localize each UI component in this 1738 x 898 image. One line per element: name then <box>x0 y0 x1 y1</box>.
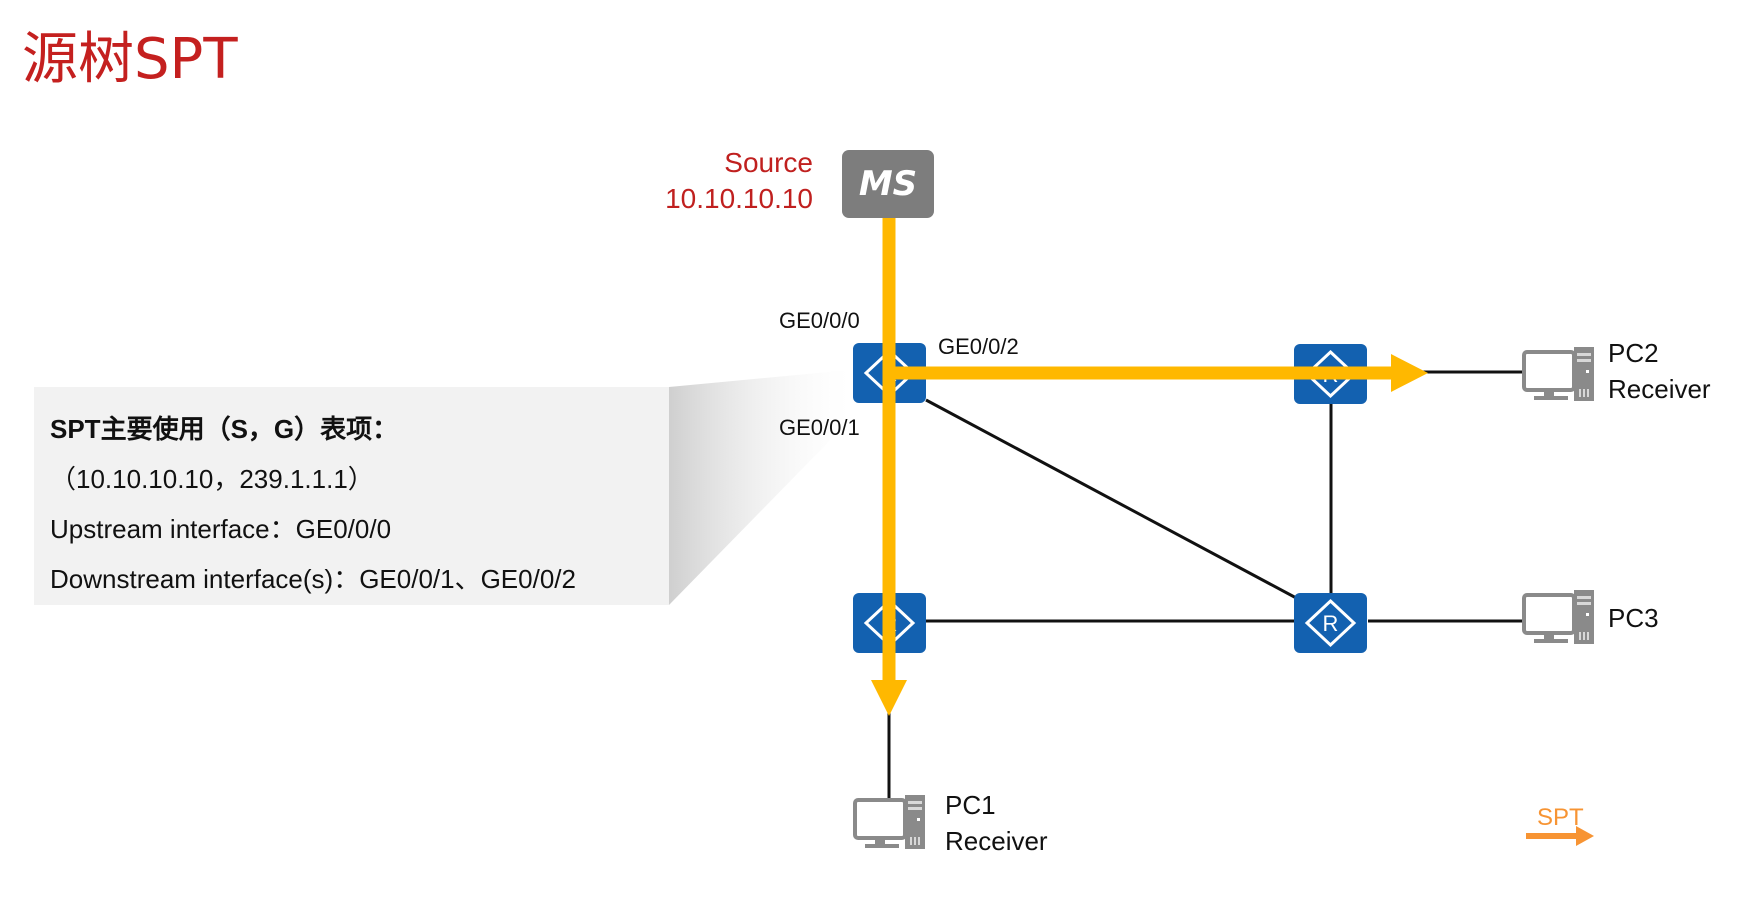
pc-icon <box>1522 590 1594 644</box>
router-bottom-right[interactable]: R <box>1294 593 1367 653</box>
router-icon: R <box>1304 598 1357 648</box>
port-label-ge001: GE0/0/1 <box>779 415 860 440</box>
spt-arrowhead-down <box>871 680 907 716</box>
sg-entry-info-box: SPT主要使用（S，G）表项： （10.10.10.10，239.1.1.1） … <box>34 387 669 605</box>
pc3-host[interactable] <box>1522 588 1596 646</box>
pc2-name: PC2 <box>1608 338 1659 368</box>
pc3-name: PC3 <box>1608 603 1659 633</box>
spt-arrowhead-right <box>1391 354 1428 392</box>
pc1-name: PC1 <box>945 790 996 820</box>
port-label-ge000: GE0/0/0 <box>779 308 860 333</box>
legend-spt-label: SPT <box>1537 804 1584 831</box>
pc2-role: Receiver <box>1608 374 1711 404</box>
link-rtl-rbr <box>925 398 1301 602</box>
slide-title: 源树SPT <box>22 27 238 92</box>
port-label-ge002: GE0/0/2 <box>938 334 1019 359</box>
pc1-host[interactable] <box>853 793 927 851</box>
pc-icon <box>1522 347 1594 401</box>
source-ip: 10.10.10.10 <box>665 183 813 214</box>
legend-spt-arrow-icon <box>1526 826 1594 846</box>
source-title: Source <box>724 147 813 178</box>
info-heading: SPT主要使用（S，G）表项： <box>50 414 399 444</box>
multicast-source-ms[interactable]: MS <box>842 150 934 218</box>
info-sg-entry: （10.10.10.10，239.1.1.1） <box>50 464 374 494</box>
pc1-role: Receiver <box>945 826 1048 856</box>
info-downstream-interfaces: Downstream interface(s)：GE0/0/1、GE0/0/2 <box>50 564 576 594</box>
pc-icon <box>853 795 925 849</box>
pc2-host[interactable] <box>1522 345 1596 403</box>
svg-text:R: R <box>1323 611 1339 636</box>
info-upstream-interface: Upstream interface：GE0/0/0 <box>50 514 392 544</box>
source-label: Source 10.10.10.10 <box>665 145 813 217</box>
